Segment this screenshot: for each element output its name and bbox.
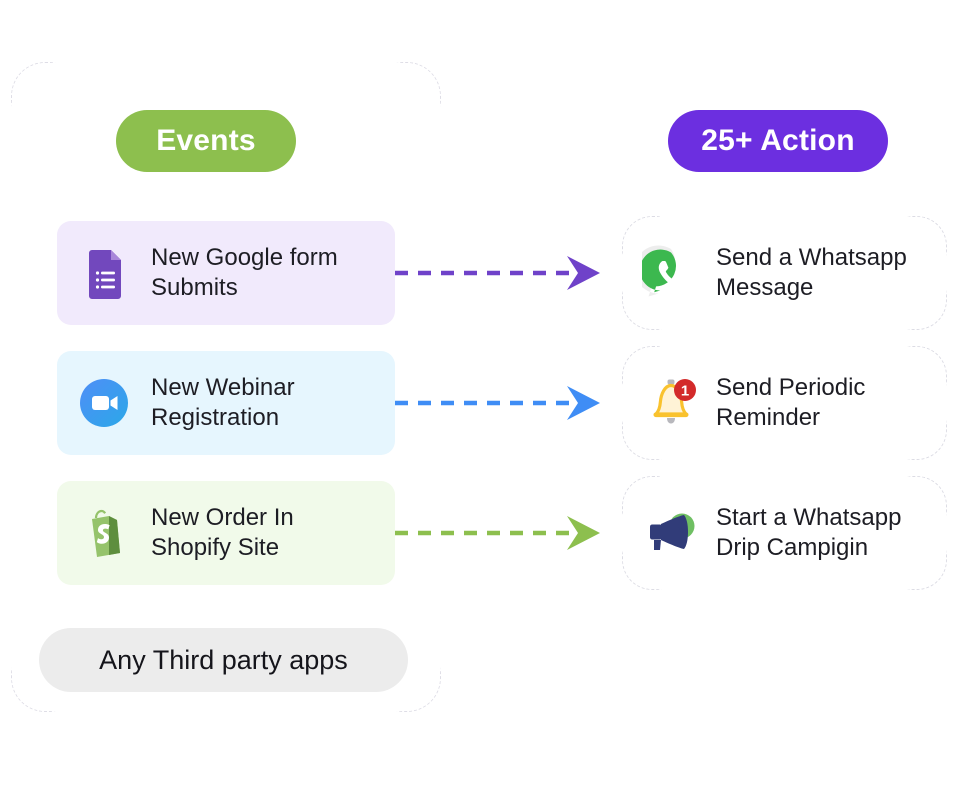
megaphone-icon [642,504,700,562]
action-label-line-2b: Reminder [716,404,821,431]
third-party-apps-label: Any Third party apps [99,644,348,675]
action-row-label-1: Send a Whatsapp Message [716,243,907,303]
event-card-webinar-registration[interactable]: New Webinar Registration [57,351,395,455]
action-label-line-1b: Message [716,274,814,301]
event-label-line-2b: Registration [151,404,280,431]
event-label-line-3b: Shopify Site [151,534,280,561]
action-label-line-3b: Drip Campigin [716,534,869,561]
event-card-google-form[interactable]: New Google form Submits [57,221,395,325]
bell-notification-icon: 1 [642,374,700,432]
action-row-send-whatsapp-message[interactable]: Send a Whatsapp Message [622,221,947,325]
action-row-label-2: Send Periodic Reminder [716,373,865,433]
action-label-line-1a: Send a Whatsapp [716,244,907,271]
event-label-line-1b: Submits [151,274,238,301]
action-label-line-2a: Send Periodic [716,374,866,401]
event-card-label-1: New Google form Submits [151,243,338,303]
shopify-bag-icon [75,504,133,562]
actions-header-pill: 25+ Action [668,110,888,172]
event-card-label-2: New Webinar Registration [151,373,295,433]
third-party-apps-pill[interactable]: Any Third party apps [39,628,408,692]
whatsapp-icon [634,244,700,302]
event-label-line-3a: New Order In [151,504,294,531]
event-label-line-1a: New Google form [151,244,338,271]
action-label-line-3a: Start a Whatsapp [716,504,902,531]
bell-badge-count: 1 [681,383,689,400]
event-card-label-3: New Order In Shopify Site [151,503,294,563]
zoom-video-icon [75,374,133,432]
arrow-webinar-to-reminder [395,380,610,426]
action-row-send-periodic-reminder[interactable]: 1 Send Periodic Reminder [622,351,947,455]
arrow-shopify-to-drip [395,510,610,556]
events-header-label: Events [156,124,256,157]
events-header-pill: Events [116,110,296,172]
action-row-label-3: Start a Whatsapp Drip Campigin [716,503,901,563]
google-forms-icon [75,244,133,302]
arrow-google-forms-to-whatsapp [395,250,610,296]
event-label-line-2a: New Webinar [151,374,295,401]
event-card-shopify-order[interactable]: New Order In Shopify Site [57,481,395,585]
actions-header-label: 25+ Action [701,124,855,157]
action-row-start-whatsapp-drip-campaign[interactable]: Start a Whatsapp Drip Campigin [622,481,947,585]
